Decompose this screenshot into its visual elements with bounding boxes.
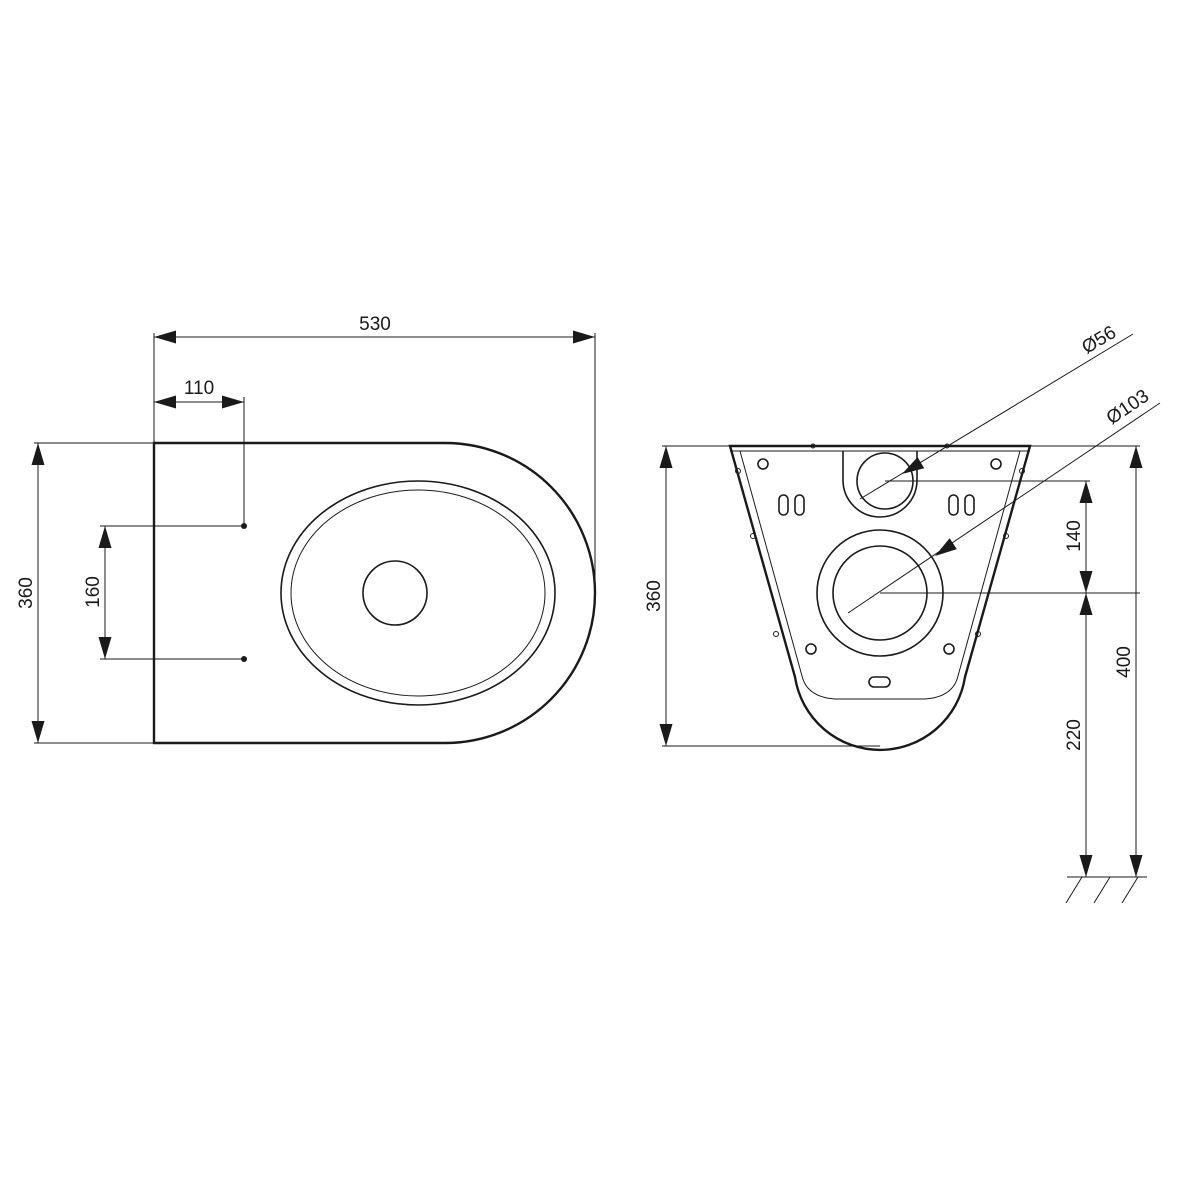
small-diameter-label: Ø56 xyxy=(1078,322,1120,359)
screw-hole xyxy=(943,643,955,655)
inlet-to-outlet-label: 140 xyxy=(1064,520,1085,552)
dimension-width: 530 xyxy=(153,314,596,593)
screw-hole xyxy=(757,458,769,470)
bottom-slot xyxy=(868,676,891,688)
dimension-depth: 360 xyxy=(16,442,154,744)
front-view xyxy=(728,443,1032,752)
dimension-total-height: 400 xyxy=(1030,445,1143,877)
large-diameter-label: Ø103 xyxy=(1103,386,1153,429)
screw-hole xyxy=(805,643,817,655)
inlet-cutout xyxy=(842,451,918,518)
dimension-hole-spacing: 160 xyxy=(83,525,244,660)
dimension-offset: 110 xyxy=(154,378,245,526)
screw-hole xyxy=(990,458,1002,470)
dimension-height: 360 xyxy=(644,445,880,747)
dimension-inlet-outlet: 140 xyxy=(880,480,1140,594)
drain-circle xyxy=(362,560,428,626)
floor-symbol xyxy=(1065,876,1147,904)
height-label: 360 xyxy=(644,580,665,612)
bowl-outline xyxy=(152,441,597,745)
depth-label: 360 xyxy=(16,577,37,609)
rim-outer xyxy=(280,480,556,706)
total-height-label: 400 xyxy=(1114,646,1135,678)
top-view xyxy=(152,441,597,745)
hole-spacing-label: 160 xyxy=(83,576,104,608)
back-plate-outline xyxy=(739,450,1021,700)
leader-small-diameter: Ø56 xyxy=(859,322,1134,500)
width-label: 530 xyxy=(359,314,391,335)
leader-large-diameter: Ø103 xyxy=(847,386,1161,614)
rim-inner xyxy=(290,489,546,697)
offset-label: 110 xyxy=(184,378,214,399)
outlet-height-label: 220 xyxy=(1064,719,1085,751)
dimension-outlet-height: 220 xyxy=(1064,593,1093,877)
body-outline xyxy=(728,444,1032,752)
